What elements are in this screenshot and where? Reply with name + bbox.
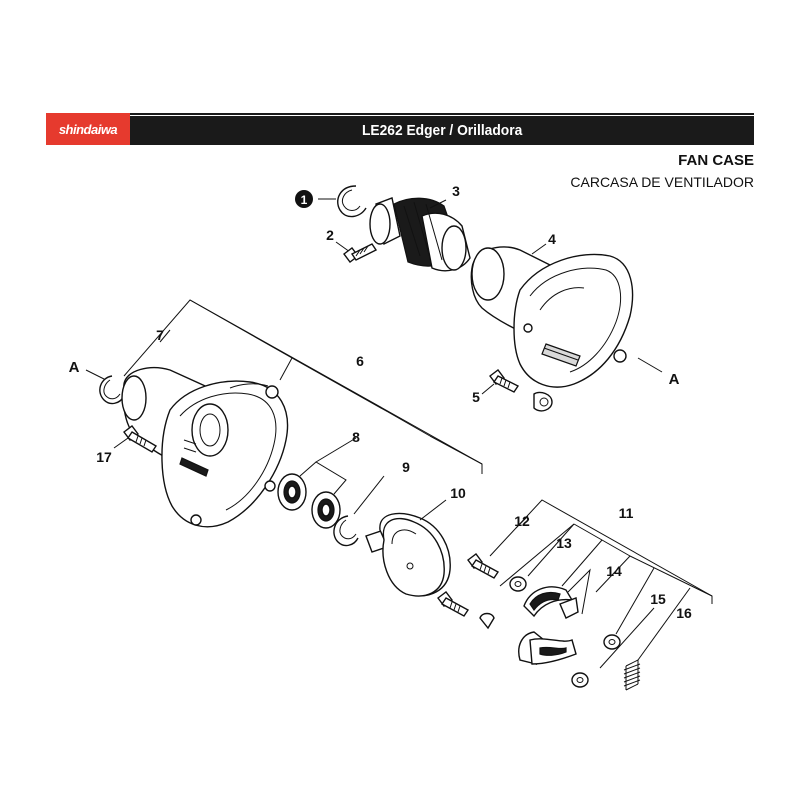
part-7-snap-ring xyxy=(99,375,125,405)
part-13-washers xyxy=(479,576,527,630)
callout-17: 17 xyxy=(96,449,112,465)
callout-3: 3 xyxy=(452,183,460,199)
part-1-snap-ring xyxy=(318,185,367,218)
section-title: FAN CASE xyxy=(678,152,754,169)
brand-logo: shindaiwa xyxy=(46,113,130,145)
callout-1: 1 xyxy=(301,193,308,207)
model-title: LE262 Edger / Orilladora xyxy=(361,122,523,139)
callout-13: 13 xyxy=(556,535,572,551)
part-17-bolt xyxy=(113,425,157,453)
callout-1-marker xyxy=(295,190,313,208)
callout-10: 10 xyxy=(450,485,466,501)
callout-4: 4 xyxy=(548,231,556,247)
callout-2: 2 xyxy=(326,227,334,243)
part-5-bolt xyxy=(481,369,520,395)
bracket-leaders-left xyxy=(123,299,483,521)
section-subtitle: CARCASA DE VENTILADOR xyxy=(570,174,754,190)
part-12-bolts xyxy=(437,553,500,617)
header-bar: shindaiwa LE262 Edger / Orilladora xyxy=(46,113,754,145)
ref-letter-right: A xyxy=(669,371,680,388)
callout-9: 9 xyxy=(402,459,410,475)
callout-8: 8 xyxy=(352,429,360,445)
part-15-washers xyxy=(571,634,621,688)
part-9-snap-ring xyxy=(333,515,359,547)
brand-name: shindaiwa xyxy=(58,121,118,137)
part-4-fan-case xyxy=(470,243,634,412)
bracket-leaders-right xyxy=(489,499,713,669)
callout-5: 5 xyxy=(472,389,480,405)
callout-6: 6 xyxy=(356,353,364,369)
callout-16: 16 xyxy=(676,605,692,621)
part-2-bolt xyxy=(335,241,378,263)
part-14-clutch-shoes xyxy=(518,568,591,666)
callout-7: 7 xyxy=(156,327,164,343)
callout-15: 15 xyxy=(650,591,666,607)
part-3-coupling xyxy=(369,197,471,272)
callout-12: 12 xyxy=(514,513,530,529)
callout-11: 11 xyxy=(619,505,634,521)
part-8-bearings xyxy=(277,473,341,529)
part-10-clutch-drum xyxy=(365,512,451,597)
ref-letter-left: A xyxy=(69,359,80,376)
callout-14: 14 xyxy=(606,563,622,579)
title-banner: LE262 Edger / Orilladora xyxy=(130,113,754,145)
part-16-spring xyxy=(623,659,641,691)
